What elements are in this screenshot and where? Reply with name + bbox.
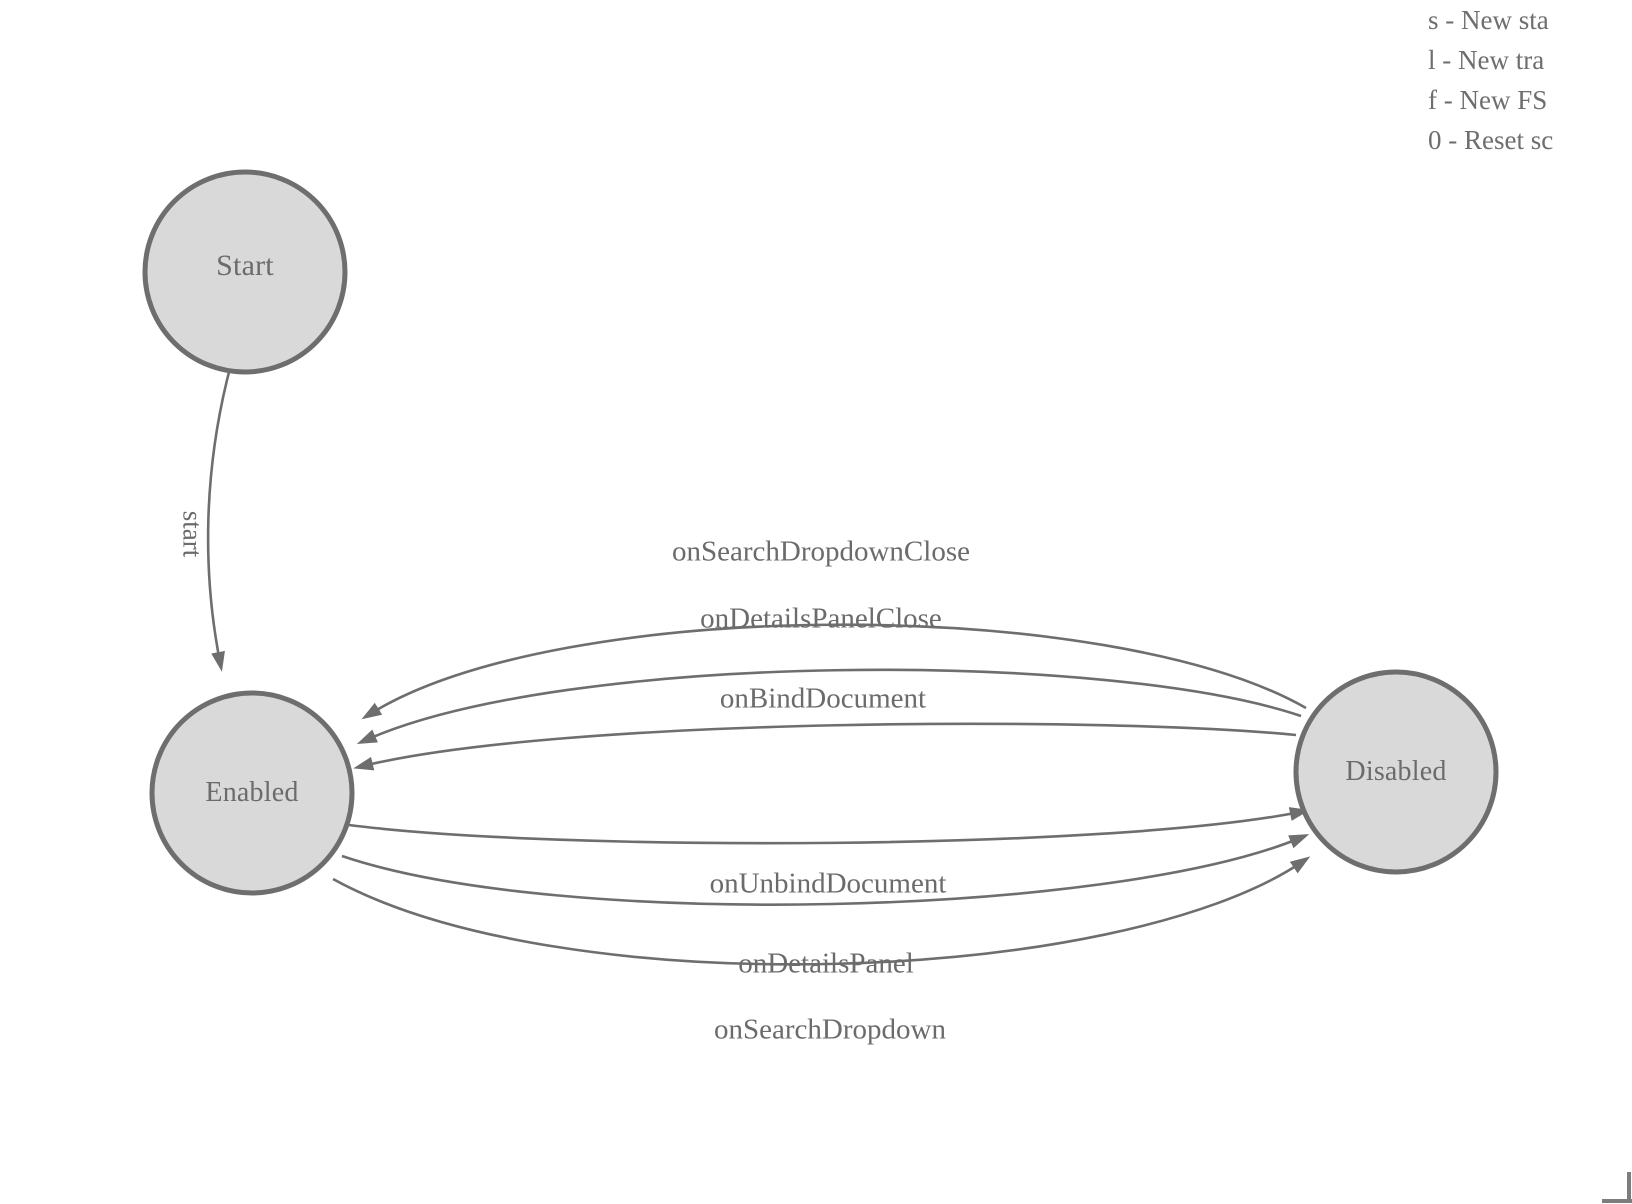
edge-onSearchDropdown[interactable] xyxy=(332,856,1311,966)
state-label-enabled: Enabled xyxy=(205,777,299,808)
state-label-disabled: Disabled xyxy=(1345,756,1447,787)
node-layer xyxy=(142,169,1499,896)
edge-onUnbindDocument[interactable] xyxy=(348,807,1310,845)
edge-onSearchDropdownClose[interactable] xyxy=(361,623,1307,720)
edge-onBindDocument[interactable] xyxy=(353,722,1297,771)
help-line-reset-scale: 0 - Reset sc xyxy=(1428,125,1554,155)
state-node-enabled[interactable] xyxy=(149,690,355,896)
corner-bracket-horizontal-line xyxy=(1602,1199,1632,1203)
transition-label-onUnbindDocument: onUnbindDocument xyxy=(709,867,947,900)
help-line-new-fsm: f - New FS xyxy=(1428,85,1548,115)
transition-label-onSearchDropdown: onSearchDropdown xyxy=(714,1013,946,1046)
canvas-resize-handle[interactable] xyxy=(1600,1172,1632,1204)
edge-onDetailsPanel[interactable] xyxy=(341,834,1310,906)
edge-onDetailsPanelClose[interactable] xyxy=(356,668,1302,745)
transition-label-onSearchDropdownClose: onSearchDropdownClose xyxy=(671,535,971,568)
help-line-new-state: s - New sta xyxy=(1428,5,1549,35)
edge-start-to-enabled[interactable] xyxy=(206,371,231,672)
corner-bracket-vertical-line xyxy=(1627,1172,1631,1202)
help-line-new-transition: l - New tra xyxy=(1428,45,1545,75)
keyboard-help-legend: s - New sta l - New tra f - New FS 0 - R… xyxy=(1428,0,1553,160)
transition-label-onBindDocument: onBindDocument xyxy=(719,682,927,715)
transition-label-onDetailsPanelClose: onDetailsPanelClose xyxy=(700,602,942,635)
state-node-disabled[interactable] xyxy=(1293,669,1499,875)
state-label-start: Start xyxy=(216,249,274,282)
state-node-start[interactable] xyxy=(142,169,348,375)
transition-label-start: start xyxy=(177,510,208,558)
edge-layer xyxy=(206,371,1311,966)
transition-label-onDetailsPanel: onDetailsPanel xyxy=(738,947,914,980)
